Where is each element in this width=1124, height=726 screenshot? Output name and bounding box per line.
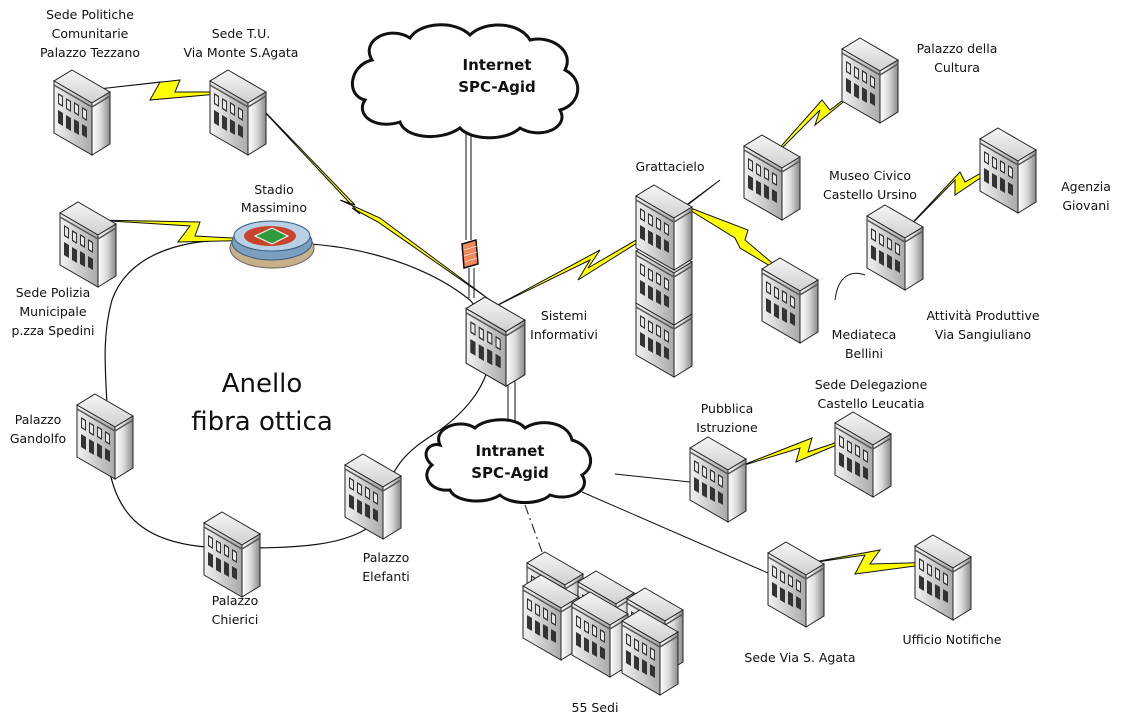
label-elefanti-2: Elefanti bbox=[362, 569, 409, 584]
cloud-intranet: Intranet SPC-Agid bbox=[424, 418, 593, 504]
cloud-intranet-label-1: Intranet bbox=[476, 442, 545, 460]
label-polizia-3: p.zza Spedini bbox=[11, 323, 94, 338]
building-leucatia[interactable] bbox=[834, 411, 892, 498]
label-55-sedi: 55 Sedi bbox=[572, 700, 619, 715]
label-stadio-1: Stadio bbox=[254, 182, 294, 197]
building-attivita[interactable] bbox=[866, 204, 924, 291]
label-tezzano-3: Palazzo Tezzano bbox=[40, 45, 140, 60]
label-leucatia-1: Sede Delegazione bbox=[815, 377, 928, 392]
building-55-sedi[interactable] bbox=[522, 551, 684, 696]
label-notifiche: Ufficio Notifiche bbox=[903, 632, 1002, 647]
label-polizia-1: Sede Polizia bbox=[16, 285, 91, 300]
firewall-icon bbox=[461, 239, 479, 269]
ring-title-1: Anello bbox=[222, 369, 303, 399]
label-stadio-2: Massimino bbox=[241, 200, 307, 215]
building-mediateca[interactable] bbox=[761, 257, 819, 344]
node-labels: Sede Politiche Comunitarie Palazzo Tezza… bbox=[10, 7, 1111, 715]
building-grattacielo[interactable] bbox=[635, 184, 693, 378]
label-cultura-2: Cultura bbox=[934, 60, 980, 75]
label-chierici-2: Chierici bbox=[212, 612, 259, 627]
label-tezzano-1: Sede Politiche bbox=[46, 7, 134, 22]
building-tu[interactable] bbox=[209, 69, 267, 156]
label-agenzia-2: Giovani bbox=[1062, 198, 1109, 213]
wireless-sistemi-museo bbox=[495, 179, 721, 307]
link-mediateca-attivita bbox=[834, 272, 866, 301]
label-santagata: Sede Via S. Agata bbox=[744, 650, 855, 665]
label-grattacielo: Grattacielo bbox=[635, 159, 704, 174]
label-sistemi-1: Sistemi bbox=[541, 308, 587, 323]
label-attivita-1: Attività Produttive bbox=[926, 308, 1039, 323]
building-museo[interactable] bbox=[743, 134, 801, 221]
building-chierici[interactable] bbox=[203, 511, 261, 598]
building-istruzione[interactable] bbox=[689, 436, 747, 523]
cloud-internet-label-2: SPC-Agid bbox=[458, 78, 536, 96]
ring-title-2: fibra ottica bbox=[191, 407, 333, 437]
label-mediateca-1: Mediateca bbox=[832, 327, 897, 342]
building-sistemi[interactable] bbox=[465, 296, 526, 388]
building-agenzia[interactable] bbox=[979, 127, 1037, 214]
label-polizia-2: Municipale bbox=[19, 304, 87, 319]
building-santagata[interactable] bbox=[767, 541, 825, 628]
link-intranet-istruzione bbox=[614, 473, 691, 483]
cloud-internet-label-1: Internet bbox=[462, 56, 531, 74]
label-attivita-2: Via Sangiuliano bbox=[935, 327, 1031, 342]
label-tu-1: Sede T.U. bbox=[212, 26, 270, 41]
label-sistemi-2: Informativi bbox=[530, 327, 598, 342]
stadium-icon bbox=[229, 220, 315, 269]
building-gandolfo[interactable] bbox=[76, 393, 134, 480]
label-tu-2: Via Monte S.Agata bbox=[184, 45, 299, 60]
label-museo-1: Museo Civico bbox=[829, 168, 911, 183]
label-gandolfo-1: Palazzo bbox=[15, 412, 62, 427]
cloud-intranet-label-2: SPC-Agid bbox=[471, 464, 549, 482]
wired-links bbox=[465, 132, 866, 574]
label-istruzione-2: Istruzione bbox=[696, 420, 758, 435]
label-mediateca-2: Bellini bbox=[845, 346, 883, 361]
link-intranet-55sedi bbox=[524, 504, 546, 561]
label-tezzano-2: Comunitarie bbox=[52, 26, 129, 41]
cloud-internet: Internet SPC-Agid bbox=[350, 23, 580, 140]
label-gandolfo-2: Gandolfo bbox=[10, 431, 66, 446]
building-tezzano[interactable] bbox=[53, 69, 111, 156]
building-elefanti[interactable] bbox=[344, 453, 402, 540]
label-agenzia-1: Agenzia bbox=[1061, 179, 1111, 194]
label-museo-2: Castello Ursino bbox=[823, 187, 917, 202]
label-chierici-1: Palazzo bbox=[212, 593, 259, 608]
building-notifiche[interactable] bbox=[914, 534, 972, 621]
building-polizia[interactable] bbox=[59, 201, 117, 288]
label-cultura-1: Palazzo della bbox=[917, 41, 998, 56]
link-intranet-santagata bbox=[581, 491, 769, 574]
label-leucatia-2: Castello Leucatia bbox=[818, 396, 925, 411]
label-istruzione-1: Pubblica bbox=[701, 401, 754, 416]
label-elefanti-1: Palazzo bbox=[363, 550, 410, 565]
building-cultura[interactable] bbox=[841, 37, 899, 124]
